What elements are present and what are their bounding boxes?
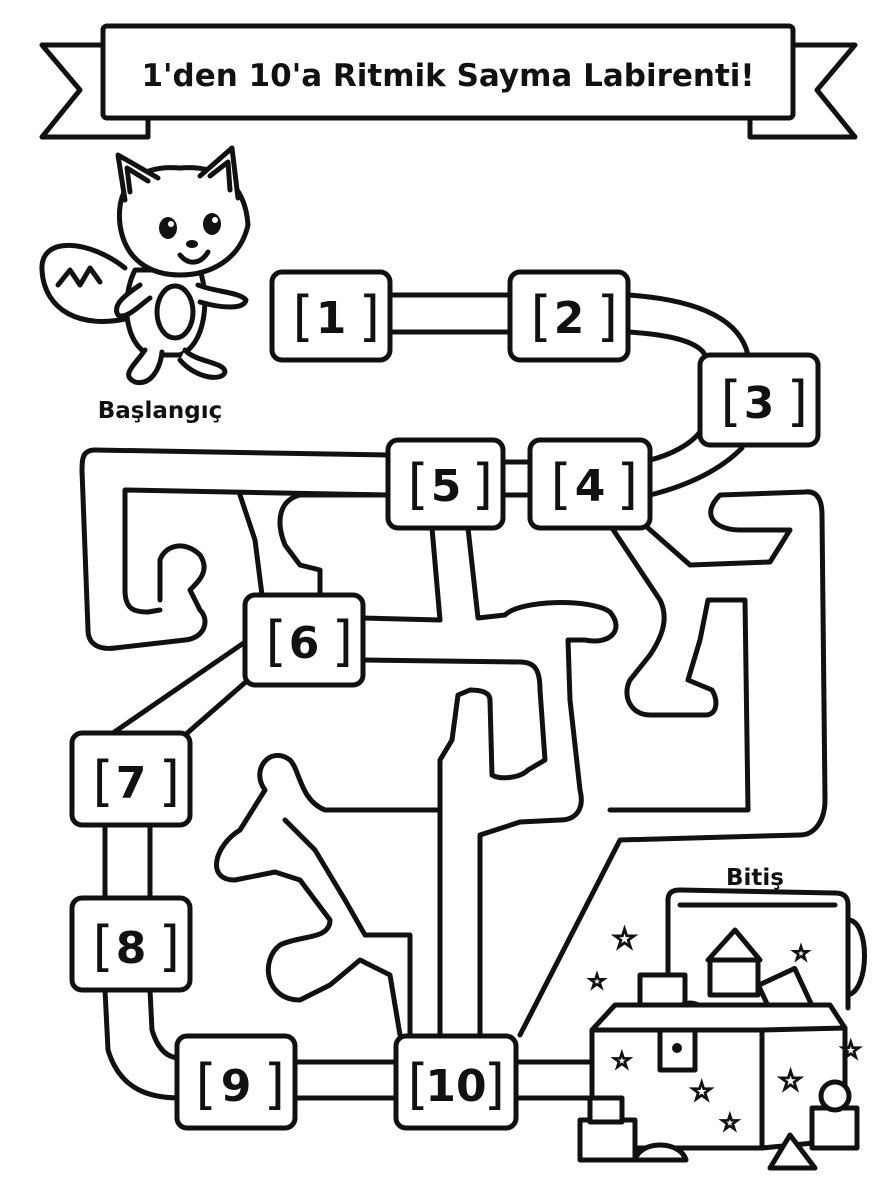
svg-text:☆: ☆ — [840, 1036, 862, 1064]
svg-text:]: ] — [155, 915, 188, 978]
box-number: 7 — [116, 758, 147, 809]
box-number: 9 — [221, 1061, 252, 1112]
box-number: 5 — [431, 461, 462, 512]
title-banner: 1'den 10'a Ritmik Sayma Labirenti! — [39, 23, 858, 140]
page-title: 1'den 10'a Ritmik Sayma Labirenti! — [141, 58, 754, 94]
maze-box-5[interactable]: [] 5 — [385, 437, 506, 531]
maze-box-4[interactable]: [] 4 — [527, 437, 653, 531]
svg-text:]: ] — [593, 285, 626, 348]
svg-text:[: [ — [285, 285, 318, 348]
svg-text:]: ] — [155, 750, 188, 813]
svg-text:☆: ☆ — [792, 941, 810, 965]
maze-walls — [79, 292, 828, 1101]
start-label: Başlangıç — [98, 398, 223, 424]
svg-text:[: [ — [713, 370, 746, 433]
maze-box-6[interactable]: [] 6 — [242, 592, 366, 688]
maze-box-10[interactable]: [] 10 — [393, 1033, 519, 1131]
svg-text:]: ] — [480, 1053, 513, 1116]
svg-text:[: [ — [258, 610, 291, 673]
box-number: 2 — [554, 293, 585, 344]
svg-text:☆: ☆ — [588, 969, 606, 993]
svg-text:☆: ☆ — [612, 1049, 632, 1074]
box-number: 3 — [744, 378, 775, 429]
maze-box-2[interactable]: [] 2 — [507, 269, 631, 363]
maze-box-8[interactable]: [] 8 — [69, 895, 193, 993]
maze-box-7[interactable]: [] 7 — [69, 730, 193, 828]
box-number: 10 — [425, 1061, 486, 1112]
box-number: 6 — [289, 618, 320, 669]
star-icon: ☆ ☆ ☆ ☆ ☆ ☆ ☆ ☆ — [587, 921, 863, 1137]
box-number: 4 — [575, 461, 606, 512]
maze-box-3[interactable]: [] 3 — [697, 352, 821, 448]
treasure-chest-icon — [577, 887, 867, 1171]
end-label: Bitiş — [726, 865, 784, 891]
box-number: 8 — [116, 923, 147, 974]
svg-text:]: ] — [328, 610, 361, 673]
svg-text:[: [ — [523, 285, 556, 348]
svg-text:]: ] — [613, 453, 646, 516]
svg-text:☆: ☆ — [612, 922, 637, 955]
box-number: 1 — [316, 293, 347, 344]
svg-text:]: ] — [468, 453, 501, 516]
svg-text:☆: ☆ — [778, 1064, 803, 1097]
svg-text:]: ] — [260, 1053, 293, 1116]
svg-text:[: [ — [85, 915, 118, 978]
svg-text:☆: ☆ — [690, 1077, 713, 1107]
svg-text:[: [ — [188, 1053, 221, 1116]
svg-text:]: ] — [783, 370, 816, 433]
svg-text:[: [ — [543, 453, 576, 516]
maze-box-1[interactable]: [] 1 — [269, 269, 393, 363]
svg-text:]: ] — [355, 285, 388, 348]
svg-text:[: [ — [400, 453, 433, 516]
svg-text:[: [ — [400, 1053, 433, 1116]
svg-text:[: [ — [85, 750, 118, 813]
fox-icon — [39, 145, 251, 386]
svg-text:☆: ☆ — [720, 1111, 740, 1136]
maze-box-9[interactable]: [] 9 — [174, 1033, 298, 1131]
